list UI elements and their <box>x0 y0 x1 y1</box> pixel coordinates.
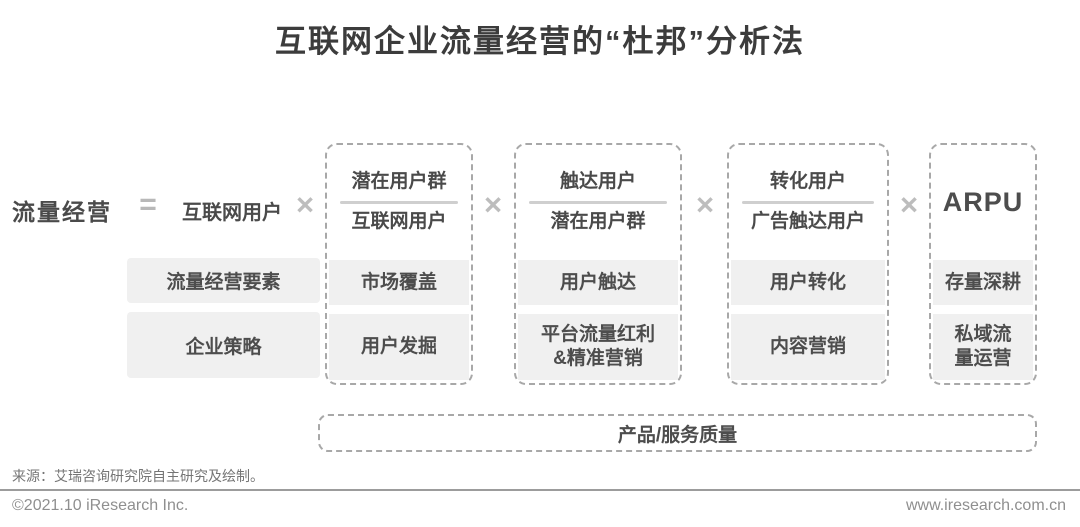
multiply-operator: × <box>899 187 919 222</box>
strategy-cell: 内容营销 <box>731 314 885 380</box>
multiply-operator: × <box>483 187 503 222</box>
product-service-quality-box: 产品/服务质量 <box>318 414 1037 452</box>
factor-box-arpu: ARPU 存量深耕 私域流 量运营 <box>929 143 1037 385</box>
factor-box-user-conversion: 转化用户 广告触达用户 用户转化 内容营销 <box>727 143 889 385</box>
strategy-cell: 私域流 量运营 <box>933 314 1033 380</box>
fraction: 潜在用户群 互联网用户 <box>327 145 471 260</box>
equals-operator: = <box>139 188 157 221</box>
fraction-denominator: 广告触达用户 <box>750 211 865 232</box>
fraction-denominator: 潜在用户群 <box>550 211 646 232</box>
fraction-denominator: 互联网用户 <box>351 211 447 232</box>
formula-result-label: 流量经营 <box>12 199 112 225</box>
multiply-operator: × <box>295 187 315 222</box>
fraction: 转化用户 广告触达用户 <box>729 145 887 260</box>
strategy-cell: 用户发掘 <box>329 314 469 380</box>
fraction-divider <box>529 201 667 204</box>
fraction-divider <box>340 201 458 204</box>
factor-box-user-reach: 触达用户 潜在用户群 用户触达 平台流量红利 &精准营销 <box>514 143 682 385</box>
fraction-numerator: 转化用户 <box>769 171 846 193</box>
footer-divider <box>0 489 1080 491</box>
factor-cell: 用户触达 <box>518 260 678 305</box>
factor-box-market-coverage: 潜在用户群 互联网用户 市场覆盖 用户发掘 <box>325 143 473 385</box>
row-label-strategy: 企业策略 <box>127 312 320 378</box>
factor-cell: 存量深耕 <box>933 260 1033 305</box>
formula-first-term: 互联网用户 <box>182 202 282 224</box>
multiply-operator: × <box>695 187 715 222</box>
strategy-cell: 平台流量红利 &精准营销 <box>518 314 678 380</box>
factor-cell: 市场覆盖 <box>329 260 469 305</box>
website-url: www.iresearch.com.cn <box>905 497 1066 514</box>
source-note: 来源：艾瑞咨询研究院自主研究及绘制。 <box>12 468 264 484</box>
page-title: 互联网企业流量经营的“杜邦”分析法 <box>275 24 805 59</box>
factor-cell: 用户转化 <box>731 260 885 305</box>
arpu-label: ARPU <box>942 187 1024 217</box>
copyright-text: ©2021.10 iResearch Inc. <box>12 497 189 514</box>
row-label-factors: 流量经营要素 <box>127 258 320 303</box>
fraction-numerator: 触达用户 <box>559 171 636 193</box>
fraction-numerator: 潜在用户群 <box>351 171 447 193</box>
fraction: 触达用户 潜在用户群 <box>516 145 680 260</box>
fraction-divider <box>742 201 874 204</box>
